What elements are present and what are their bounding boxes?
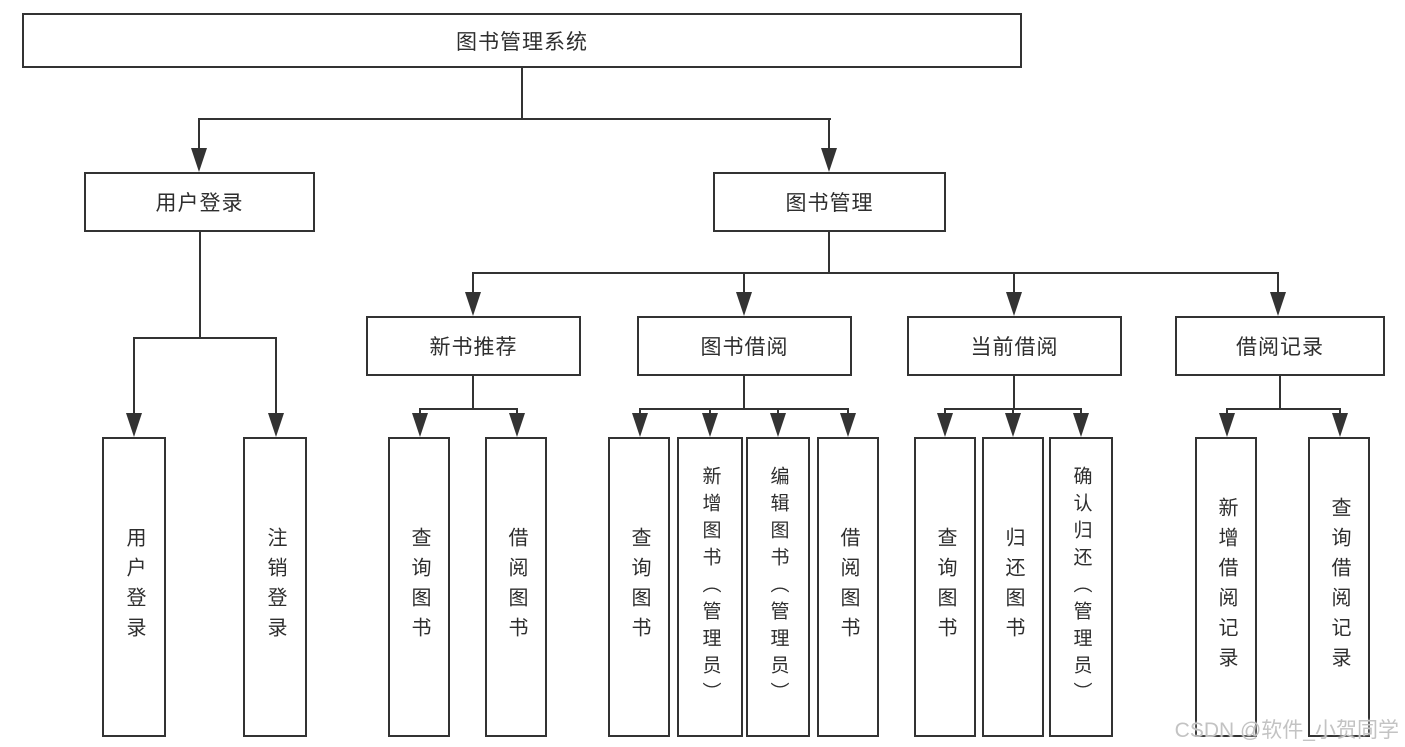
leaf-return-book-label: 归还图书	[1002, 527, 1024, 647]
connector-book-management-stem	[828, 232, 830, 274]
arrowhead-to-book-management	[821, 148, 837, 172]
connector-borrow-records-stem	[1279, 376, 1281, 410]
leaf-borrow-books-2-label: 借阅图书	[837, 527, 859, 647]
leaf-user-login-label: 用户登录	[123, 527, 145, 647]
connector-to-borrow-records	[1277, 272, 1279, 292]
connector-to-user-login	[198, 118, 200, 148]
node-borrow-records-label: 借阅记录	[1236, 336, 1324, 359]
connector-to-leaf-borrow-books-2	[847, 408, 849, 413]
leaf-add-book-admin-label: 新增图书（管理员）	[699, 465, 721, 709]
connector-to-leaf-confirm-return	[1080, 408, 1082, 413]
connector-to-leaf-add-book	[709, 408, 711, 413]
arrowhead-to-leaf-query-record	[1332, 413, 1348, 437]
connector-to-leaf-query-record	[1339, 408, 1341, 413]
node-root: 图书管理系统	[22, 13, 1022, 68]
node-new-book-recommend: 新书推荐	[366, 316, 581, 376]
leaf-logout-label: 注销登录	[264, 527, 286, 647]
arrowhead-to-current-borrow	[1006, 292, 1022, 316]
leaf-logout: 注销登录	[243, 437, 307, 737]
node-current-borrow-label: 当前借阅	[970, 336, 1059, 359]
leaf-query-borrow-record-label: 查询借阅记录	[1328, 497, 1350, 677]
arrowhead-to-leaf-user-login	[126, 413, 142, 437]
connector-to-new-book	[472, 272, 474, 292]
connector-to-leaf-query-books-2	[639, 408, 641, 413]
leaf-confirm-return-admin-label: 确认归还（管理员）	[1070, 465, 1092, 709]
leaf-query-books-3-label: 查询图书	[934, 527, 956, 647]
leaf-add-borrow-record: 新增借阅记录	[1195, 437, 1257, 737]
connector-book-borrow-stem	[743, 376, 745, 410]
arrowhead-to-leaf-add-book	[702, 413, 718, 437]
connector-root-stem	[521, 68, 523, 120]
watermark: CSDN @软件_小贺同学	[1174, 719, 1399, 742]
arrowhead-to-user-login	[191, 148, 207, 172]
connector-current-borrow-stem	[1013, 376, 1015, 410]
connector-to-leaf-logout	[275, 337, 277, 413]
arrowhead-to-leaf-logout	[268, 413, 284, 437]
connector-to-leaf-add-record	[1226, 408, 1228, 413]
node-book-management-label: 图书管理	[785, 192, 874, 215]
leaf-borrow-books-1-label: 借阅图书	[505, 527, 527, 647]
node-borrow-records: 借阅记录	[1175, 316, 1385, 376]
leaf-return-book: 归还图书	[982, 437, 1044, 737]
arrowhead-to-leaf-edit-book	[770, 413, 786, 437]
connector-to-book-management	[828, 118, 830, 148]
arrowhead-to-leaf-confirm-return	[1073, 413, 1089, 437]
connector-to-leaf-borrow-books-1	[516, 408, 518, 413]
leaf-query-borrow-record: 查询借阅记录	[1308, 437, 1370, 737]
connector-to-current-borrow	[1013, 272, 1015, 292]
leaf-query-books-2: 查询图书	[608, 437, 670, 737]
connector-to-leaf-edit-book	[777, 408, 779, 413]
node-book-management: 图书管理	[713, 172, 946, 232]
arrowhead-to-new-book	[465, 292, 481, 316]
leaf-confirm-return-admin: 确认归还（管理员）	[1049, 437, 1113, 737]
arrowhead-to-borrow-records	[1270, 292, 1286, 316]
leaf-edit-book-admin-label: 编辑图书（管理员）	[767, 465, 789, 709]
leaf-borrow-books-2: 借阅图书	[817, 437, 879, 737]
arrowhead-to-leaf-return-book	[1005, 413, 1021, 437]
arrowhead-to-leaf-add-record	[1219, 413, 1235, 437]
connector-root-bracket	[199, 118, 831, 120]
connector-user-login-stem	[199, 232, 201, 339]
connector-book-borrow-bracket	[640, 408, 849, 410]
node-book-borrow: 图书借阅	[637, 316, 852, 376]
leaf-user-login: 用户登录	[102, 437, 166, 737]
leaf-query-books-1-label: 查询图书	[408, 527, 430, 647]
connector-new-book-bracket	[420, 408, 518, 410]
arrowhead-to-leaf-query-books-3	[937, 413, 953, 437]
connector-user-login-bracket	[134, 337, 277, 339]
node-current-borrow: 当前借阅	[907, 316, 1122, 376]
connector-new-book-stem	[472, 376, 474, 410]
node-book-borrow-label: 图书借阅	[700, 336, 789, 359]
arrowhead-to-leaf-borrow-books-2	[840, 413, 856, 437]
connector-to-leaf-return-book	[1012, 408, 1014, 413]
connector-to-leaf-query-books-3	[944, 408, 946, 413]
leaf-add-borrow-record-label: 新增借阅记录	[1215, 497, 1237, 677]
node-new-book-recommend-label: 新书推荐	[429, 336, 518, 359]
arrowhead-to-book-borrow	[736, 292, 752, 316]
node-user-login-label: 用户登录	[155, 192, 244, 215]
connector-book-management-bracket	[473, 272, 1279, 274]
connector-borrow-records-bracket	[1227, 408, 1341, 410]
node-user-login: 用户登录	[84, 172, 315, 232]
leaf-edit-book-admin: 编辑图书（管理员）	[746, 437, 810, 737]
leaf-borrow-books-1: 借阅图书	[485, 437, 547, 737]
connector-to-leaf-user-login	[133, 337, 135, 413]
leaf-query-books-2-label: 查询图书	[628, 527, 650, 647]
connector-to-leaf-query-books-1	[419, 408, 421, 413]
leaf-add-book-admin: 新增图书（管理员）	[677, 437, 743, 737]
arrowhead-to-leaf-query-books-1	[412, 413, 428, 437]
leaf-query-books-1: 查询图书	[388, 437, 450, 737]
node-root-label: 图书管理系统	[456, 30, 588, 54]
connector-to-book-borrow	[743, 272, 745, 292]
arrowhead-to-leaf-borrow-books-1	[509, 413, 525, 437]
arrowhead-to-leaf-query-books-2	[632, 413, 648, 437]
leaf-query-books-3: 查询图书	[914, 437, 976, 737]
